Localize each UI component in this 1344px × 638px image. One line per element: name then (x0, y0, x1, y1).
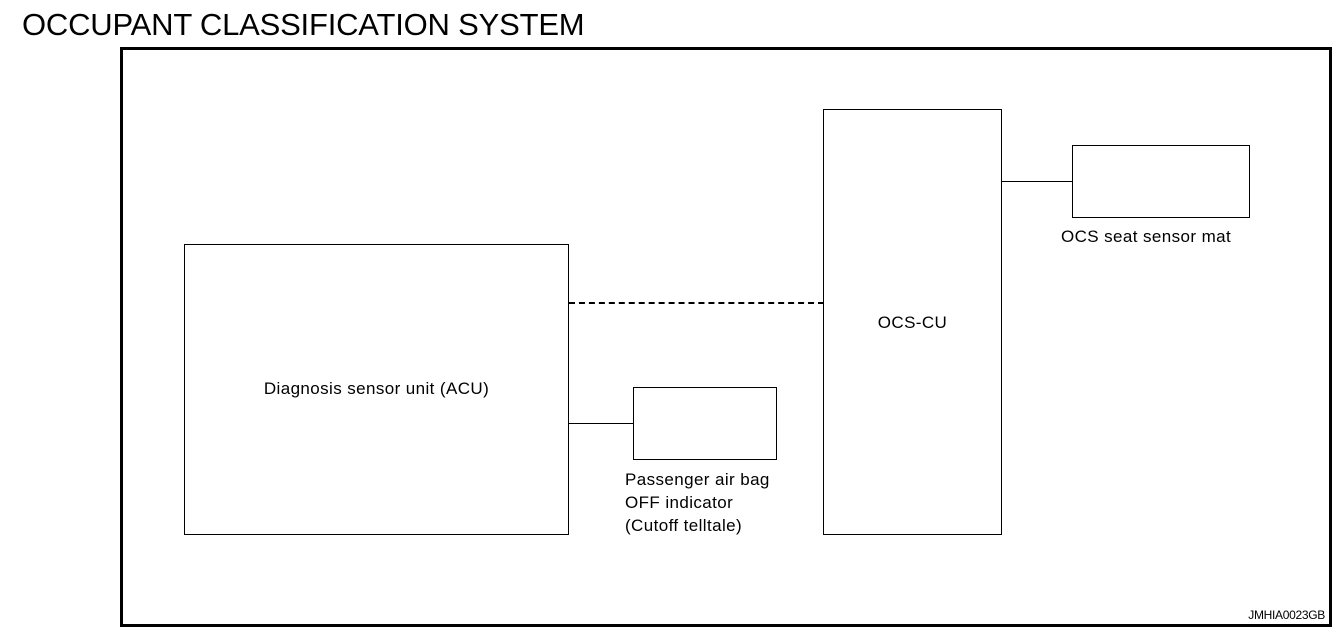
ocs-cu-box: OCS-CU (823, 109, 1002, 535)
seat-sensor-mat-caption: OCS seat sensor mat (1061, 227, 1232, 246)
page-title: OCCUPANT CLASSIFICATION SYSTEM (22, 7, 585, 42)
acu-indicator-line (569, 423, 634, 424)
acu-label: Diagnosis sensor unit (ACU) (263, 379, 490, 398)
figure-id: JMHIA0023GB (1248, 608, 1325, 622)
indicator-box (633, 387, 777, 460)
indicator-caption-line-1: Passenger air bag (625, 470, 770, 489)
ocs-cu-label: OCS-CU (877, 313, 948, 332)
ocs-cu-seat-sensor-line (1002, 181, 1072, 182)
indicator-caption: Passenger air bag OFF indicator (Cutoff … (625, 468, 770, 537)
acu-box: Diagnosis sensor unit (ACU) (184, 244, 569, 535)
diagram-frame: Diagnosis sensor unit (ACU) Passenger ai… (120, 47, 1332, 627)
indicator-caption-line-2: OFF indicator (625, 493, 734, 512)
seat-sensor-mat-box (1072, 145, 1250, 218)
indicator-caption-line-3: (Cutoff telltale) (625, 516, 743, 535)
acu-ocs-cu-communication-line (569, 302, 824, 304)
